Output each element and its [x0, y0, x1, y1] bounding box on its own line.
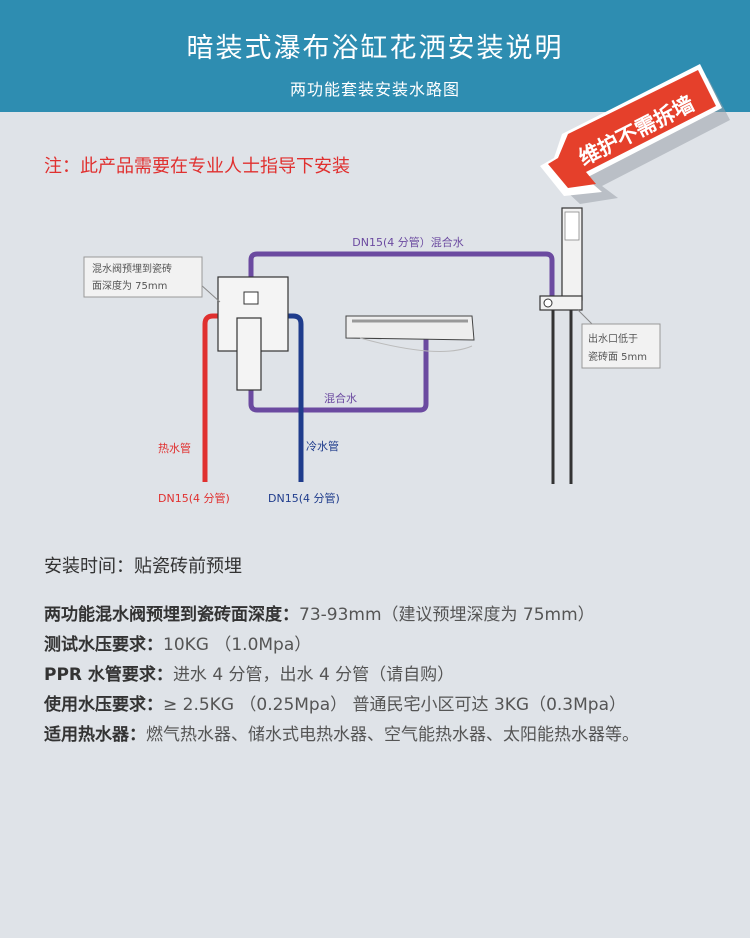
svg-text:出水口低于: 出水口低于: [588, 332, 638, 345]
arrow-badge-icon: 维护不需拆墙: [540, 64, 730, 204]
spec-row: 两功能混水阀预埋到瓷砖面深度：73-93mm（建议预埋深度为 75mm）: [44, 605, 595, 625]
mixing-valve-stem: [236, 317, 262, 391]
plumbing-diagram: DN15(4 分管）混合水 混合水 热水管 冷水管 DN15(4 分管) DN1…: [0, 190, 750, 530]
outlet-callout: [581, 323, 661, 369]
plumbing-diagram-svg: DN15(4 分管）混合水 混合水 热水管 冷水管 DN15(4 分管) DN1…: [83, 207, 661, 505]
valve-knob-icon: [243, 291, 259, 305]
header-banner: 暗装式瀑布浴缸花洒安装说明 两功能套装安装水路图: [0, 0, 750, 112]
cold-pipe: [276, 313, 304, 482]
hot-dn-label: DN15(4 分管): [158, 491, 230, 505]
valve-depth-callout: [83, 256, 203, 298]
hot-pipe: [202, 313, 232, 482]
hot-pipe-label: 热水管: [158, 441, 191, 455]
svg-text:面深度为 75mm: 面深度为 75mm: [92, 279, 167, 292]
spec-row: 使用水压要求：≥ 2.5KG （0.25Mpa） 普通民宅小区可达 3KG（0.…: [44, 695, 626, 715]
mix-pipe-bottom: [248, 338, 429, 413]
mix-pipe-label: 混合水: [324, 391, 357, 405]
maintenance-badge: 维护不需拆墙: [540, 58, 750, 208]
cold-pipe-label: 冷水管: [306, 439, 339, 453]
spec-row: 适用热水器：燃气热水器、储水式电热水器、空气能热水器、太阳能热水器等。: [44, 725, 639, 745]
svg-text:混水阀预埋到瓷砖: 混水阀预埋到瓷砖: [92, 262, 172, 275]
spec-row: PPR 水管要求：进水 4 分管，出水 4 分管（请自购）: [44, 665, 455, 685]
install-time: 安装时间：贴瓷砖前预埋: [44, 556, 242, 577]
top-pipe-label: DN15(4 分管）混合水: [352, 235, 463, 249]
page-subtitle: 两功能套装安装水路图: [289, 80, 460, 99]
cold-dn-label: DN15(4 分管): [268, 491, 340, 505]
page-title: 暗装式瀑布浴缸花洒安装说明: [186, 33, 564, 64]
spec-row: 测试水压要求：10KG （1.0Mpa）: [44, 635, 312, 655]
install-specs: 安装时间：贴瓷砖前预埋 两功能混水阀预埋到瓷砖面深度：73-93mm（建议预埋深…: [44, 552, 734, 750]
svg-text:瓷砖面 5mm: 瓷砖面 5mm: [588, 350, 647, 363]
mix-pipe-top: [248, 251, 555, 310]
install-warning: 注：此产品需要在专业人士指导下安装: [44, 156, 350, 177]
